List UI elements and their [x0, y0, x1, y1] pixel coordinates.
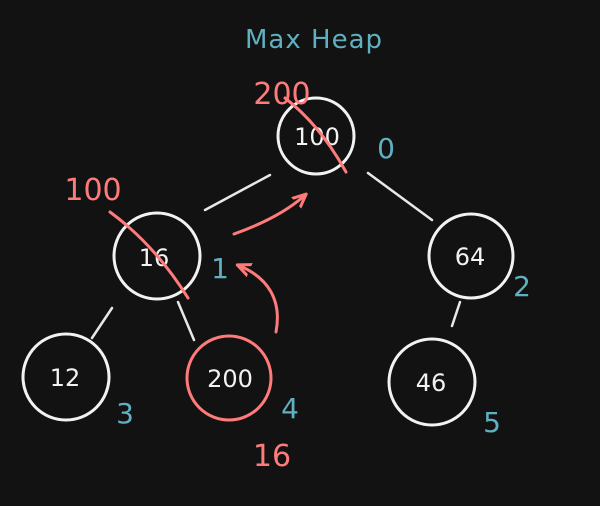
heap-node-left-left: 12: [21, 332, 111, 422]
swap-arrows: [232, 196, 304, 334]
index-label-left-right: 4: [281, 392, 299, 425]
replacement-label-left: 100: [64, 173, 121, 208]
heap-node-right: 64: [427, 212, 515, 300]
replacement-label-root: 200: [253, 77, 310, 112]
diagram-title: Max Heap: [245, 25, 383, 55]
edge-root-right: [366, 171, 434, 222]
node-circle: [427, 212, 515, 300]
index-label-left-left: 3: [116, 397, 134, 430]
node-value: 46: [416, 369, 447, 397]
edge-right-rightleft: [450, 300, 462, 328]
strike-left: [108, 210, 190, 300]
node-circle: [387, 337, 477, 427]
curved-arrow-icon: [240, 266, 279, 334]
strike-root: [283, 96, 348, 174]
index-labels: 0 1 2 3 4 5: [116, 132, 531, 439]
node-circle: [112, 211, 202, 301]
edges: [90, 171, 462, 342]
replacement-labels: 200 100 16: [64, 77, 310, 474]
node-value: 200: [207, 365, 253, 393]
heap-node-left-right: 200: [185, 334, 273, 422]
index-label-left: 1: [211, 252, 229, 285]
node-circle: [276, 96, 356, 176]
curved-arrow-icon: [232, 196, 304, 236]
replacement-label-left-right: 16: [253, 439, 291, 474]
index-label-right-left: 5: [483, 406, 501, 439]
node-value: 64: [455, 243, 486, 271]
node-circle: [21, 332, 111, 422]
node-value: 16: [139, 244, 170, 272]
edge-left-leftright: [176, 300, 196, 342]
index-label-root: 0: [377, 132, 395, 165]
index-label-right: 2: [513, 270, 531, 303]
edge-left-leftleft: [90, 306, 114, 340]
edge-root-left: [203, 173, 272, 212]
node-circle: [185, 334, 273, 422]
cross-outs: [108, 96, 348, 300]
heap-node-right-left: 46: [387, 337, 477, 427]
heap-node-left: 16: [112, 211, 202, 301]
heap-node-root: 100: [276, 96, 356, 176]
node-value: 12: [50, 364, 81, 392]
